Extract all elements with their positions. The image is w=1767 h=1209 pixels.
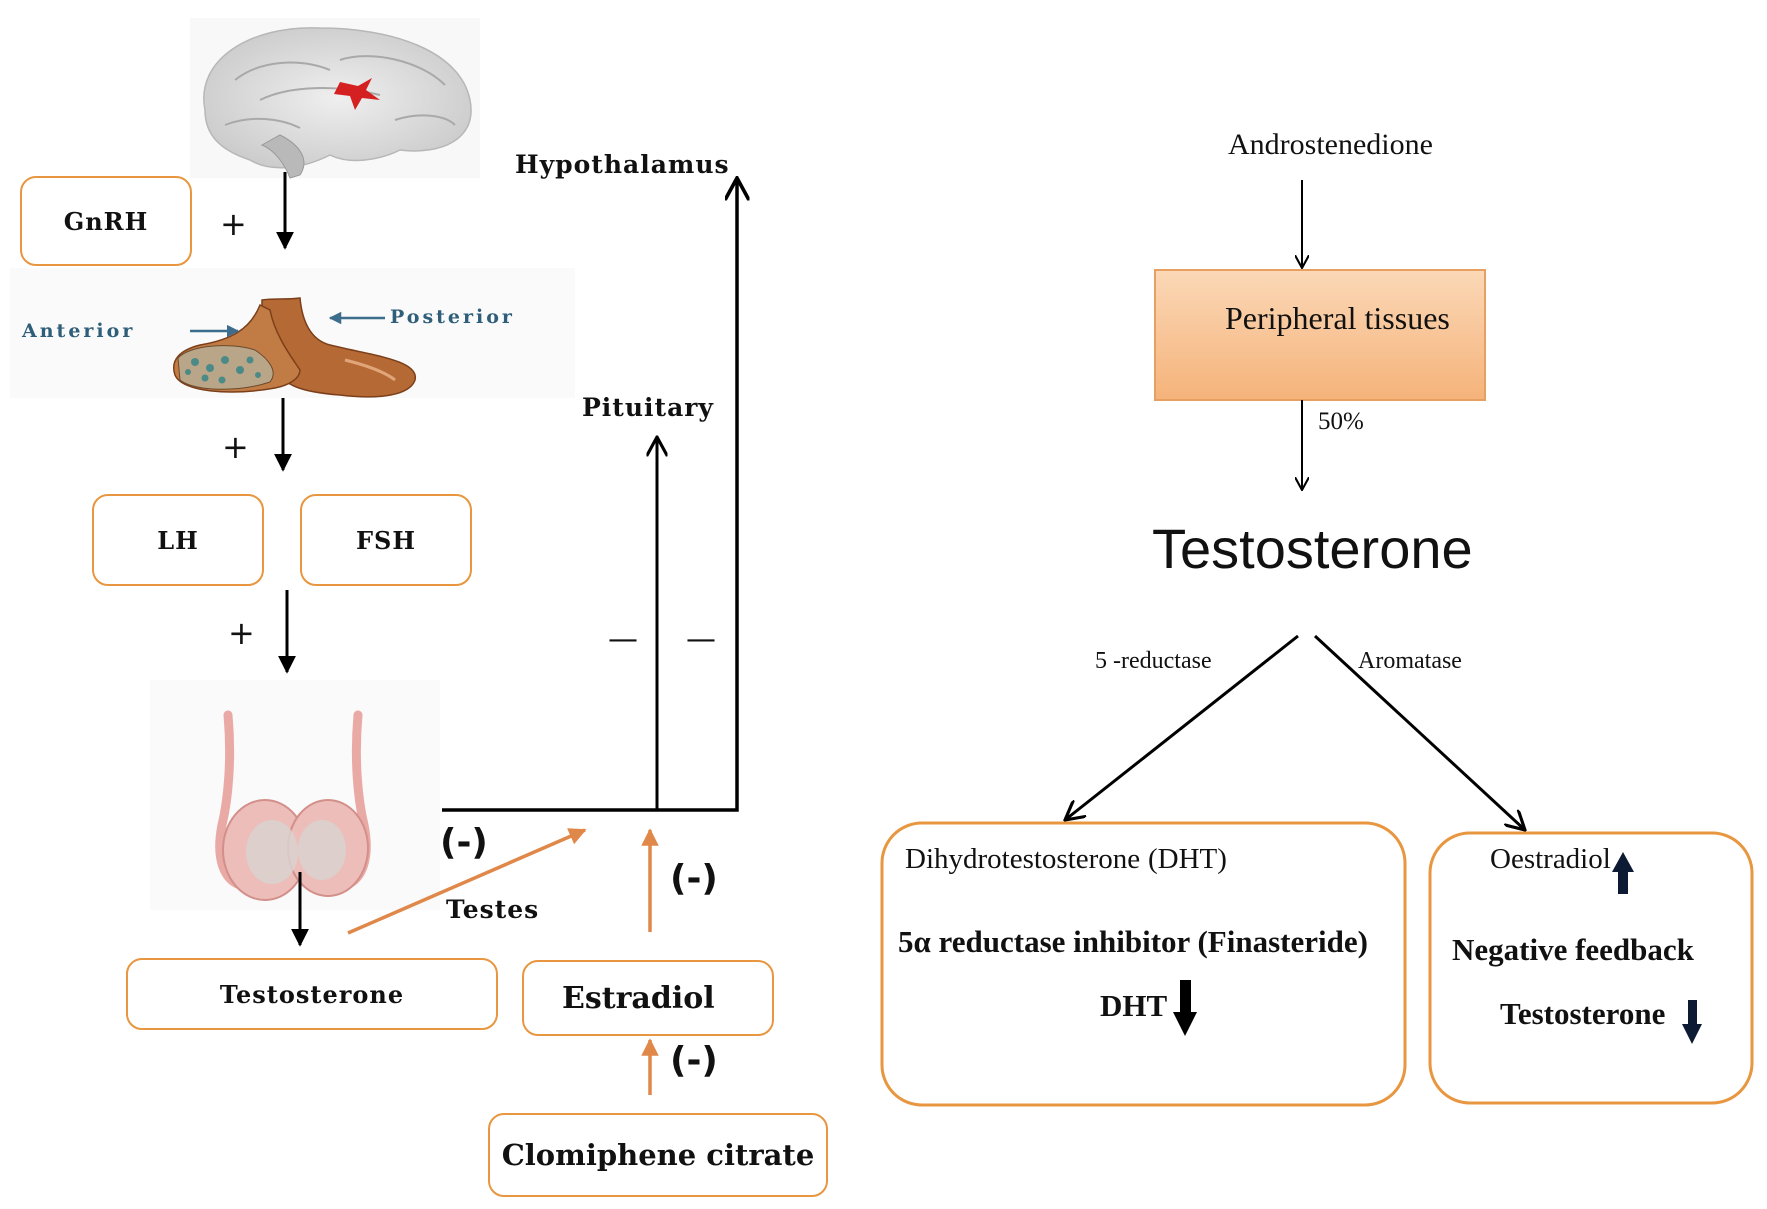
testes-label: Testes: [446, 895, 540, 924]
clomiphene-box: Clomiphene citrate: [488, 1113, 828, 1197]
negative-sign-testosterone: (-): [440, 822, 488, 863]
dht-box: [880, 821, 1407, 1107]
peripheral-tissues-label: Peripheral tissues: [1225, 300, 1450, 336]
feedback-line-hypothalamus: [442, 178, 737, 812]
oestradiol-up-arrow-icon: [1612, 852, 1634, 894]
pituitary-illustration: [10, 268, 575, 398]
plus-sign-pituitary: +: [222, 428, 249, 466]
minus-sign-left: —: [608, 622, 638, 657]
peripheral-tissues-box: [1154, 269, 1486, 401]
arrow-to-dht: [1065, 634, 1299, 820]
brain-illustration: [190, 18, 480, 179]
dht-abbr-label: (DHT): [1148, 843, 1227, 875]
androstenedione-label: Androstenedione: [1228, 128, 1433, 161]
oestradiol-box: [1428, 831, 1754, 1105]
testosterone-down-arrow-icon: [1682, 1000, 1702, 1044]
hypothalamus-highlight: [334, 78, 380, 110]
fsh-label: FSH: [355, 525, 417, 555]
lh-label: LH: [157, 525, 199, 555]
testosterone-heading: Testosterone: [1152, 517, 1473, 580]
pituitary-label: Pituitary: [582, 393, 714, 422]
dht-down-arrow-icon: [1173, 980, 1197, 1036]
gnrh-label: GnRH: [63, 206, 149, 236]
posterior-label: Posterior: [390, 306, 515, 328]
anterior-label: Anterior: [22, 320, 136, 342]
aromatase-label: Aromatase: [1358, 648, 1462, 674]
negative-feedback-label: Negative feedback: [1452, 932, 1694, 967]
testosterone-label: Testosterone: [219, 979, 405, 1009]
dht-label: DHT: [1100, 988, 1168, 1023]
oestradiol-label: Oestradiol: [1490, 843, 1611, 875]
testes-illustration: [150, 680, 440, 910]
estradiol-box: Estradiol: [522, 960, 774, 1036]
gnrh-box: GnRH: [20, 176, 192, 266]
plus-sign-lh-fsh: +: [228, 614, 255, 652]
arrow-to-oestradiol: [1313, 634, 1525, 830]
orange-arrow-testosterone: [347, 828, 587, 935]
testosterone-small-label: Testosterone: [1500, 996, 1666, 1031]
lh-box: LH: [92, 494, 264, 586]
reductase-label: 5 -reductase: [1095, 648, 1212, 674]
negative-sign-estradiol: (-): [670, 858, 718, 899]
testosterone-box: Testosterone: [126, 958, 498, 1030]
hypothalamus-label: Hypothalamus: [515, 150, 730, 179]
fsh-box: FSH: [300, 494, 472, 586]
inhibitor-label: 5α reductase inhibitor (Finasteride): [898, 924, 1368, 959]
dht-title-label: Dihydrotestosterone: [905, 843, 1141, 875]
clomiphene-label: Clomiphene citrate: [501, 1138, 815, 1172]
plus-sign-gnrh: +: [220, 205, 247, 243]
percent-label: 50%: [1318, 408, 1364, 435]
negative-sign-clomiphene: (-): [670, 1040, 718, 1081]
estradiol-label: Estradiol: [562, 980, 715, 1016]
minus-sign-right: —: [686, 622, 716, 657]
